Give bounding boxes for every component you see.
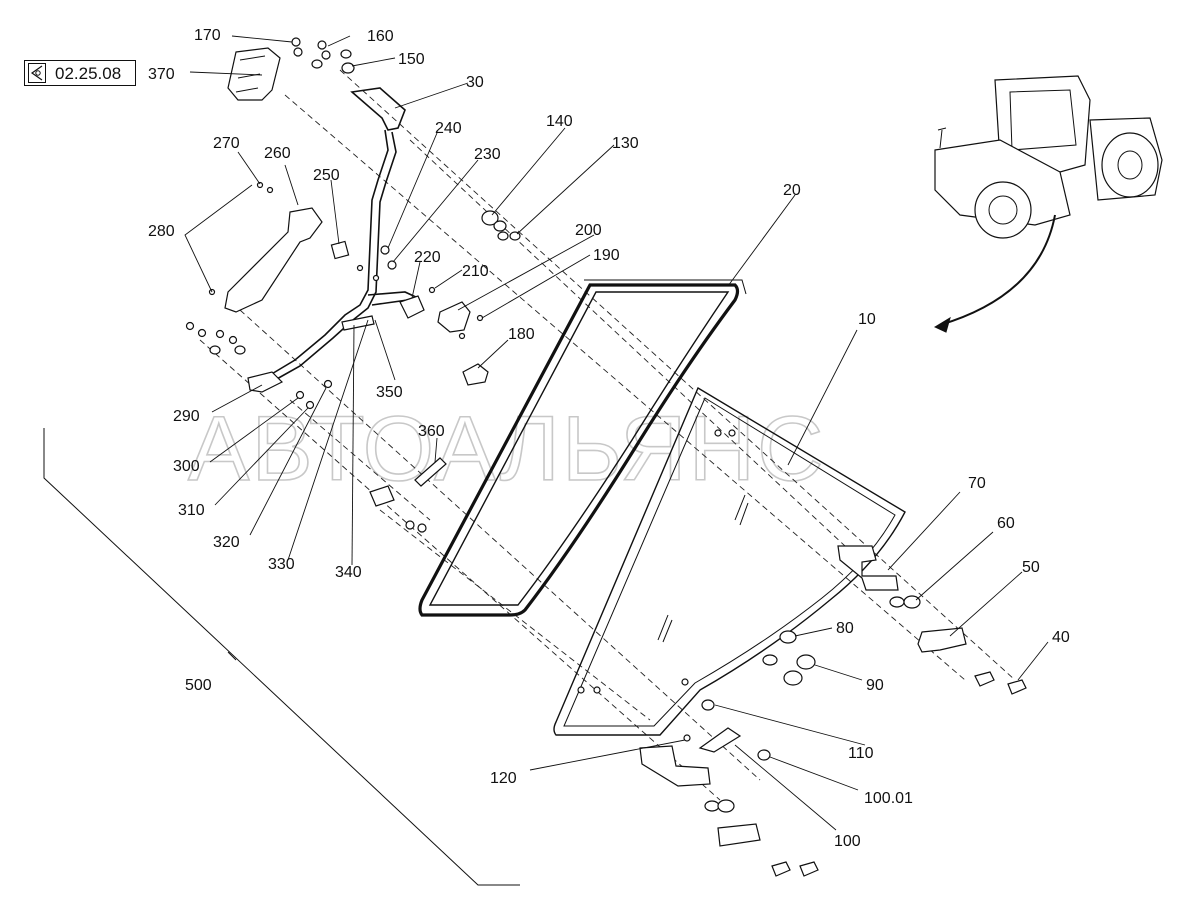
callout-labels: 370 170 160 150 30 240 230 140 130 20 10… — [148, 27, 1070, 850]
handle-100 — [683, 699, 771, 761]
block-340 — [341, 315, 395, 507]
callout-160: 160 — [367, 28, 394, 45]
callout-60: 60 — [997, 515, 1015, 532]
assembly-bracket-500 — [43, 428, 520, 886]
callout-290: 290 — [173, 408, 200, 425]
callout-210: 210 — [462, 263, 489, 280]
roller-machine-inset — [933, 75, 1163, 333]
callout-320: 320 — [213, 534, 240, 551]
callout-140: 140 — [546, 113, 573, 130]
callout-70: 70 — [968, 475, 986, 492]
view-reference-icon — [28, 63, 46, 83]
callout-230: 230 — [474, 146, 501, 163]
latch-200 — [437, 301, 471, 333]
callout-10: 10 — [858, 311, 876, 328]
callout-240: 240 — [435, 120, 462, 137]
explosion-lines — [199, 69, 1016, 801]
callout-120: 120 — [490, 770, 517, 787]
hinge-50 — [917, 627, 1027, 695]
callout-50: 50 — [1022, 559, 1040, 576]
reference-code: 02.25.08 — [55, 64, 122, 83]
bumpers-80-90 — [762, 630, 816, 686]
plate-180 — [462, 363, 489, 386]
callout-200: 200 — [575, 222, 602, 239]
callout-370: 370 — [148, 66, 175, 83]
callout-80: 80 — [836, 620, 854, 637]
callout-180: 180 — [508, 326, 535, 343]
callout-250: 250 — [313, 167, 340, 184]
callout-100: 100 — [834, 833, 861, 850]
bracket-220 — [399, 295, 425, 319]
callout-280: 280 — [148, 223, 175, 240]
callout-310: 310 — [178, 502, 205, 519]
callout-90: 90 — [866, 677, 884, 694]
callout-270: 270 — [213, 135, 240, 152]
callout-40: 40 — [1052, 629, 1070, 646]
callout-330: 330 — [268, 556, 295, 573]
callout-100-01: 100.01 — [864, 790, 913, 807]
watermark: АВТОАЛЬЯНС — [188, 398, 826, 500]
fasteners — [185, 37, 521, 533]
callout-30: 30 — [466, 74, 484, 91]
callout-130: 130 — [612, 135, 639, 152]
door-glass-10 — [553, 386, 906, 736]
reference-box[interactable]: 02.25.08 — [24, 60, 136, 86]
callout-360: 360 — [418, 423, 445, 440]
callout-220: 220 — [414, 249, 441, 266]
callout-150: 150 — [398, 51, 425, 68]
callout-190: 190 — [593, 247, 620, 264]
callout-20: 20 — [783, 182, 801, 199]
callout-170: 170 — [194, 27, 221, 44]
pin-360 — [414, 457, 447, 487]
callout-340: 340 — [335, 564, 362, 581]
hinge-lower — [639, 745, 819, 877]
callout-260: 260 — [264, 145, 291, 162]
hinge-plate-290 — [247, 371, 284, 393]
leader-lines — [184, 35, 1049, 831]
hinge-70 — [837, 545, 921, 609]
callout-500: 500 — [185, 677, 212, 694]
callout-110: 110 — [848, 745, 874, 762]
callout-300: 300 — [173, 458, 200, 475]
door-seal-20 — [418, 279, 747, 617]
lever-260 — [224, 207, 350, 313]
callout-350: 350 — [376, 384, 403, 401]
